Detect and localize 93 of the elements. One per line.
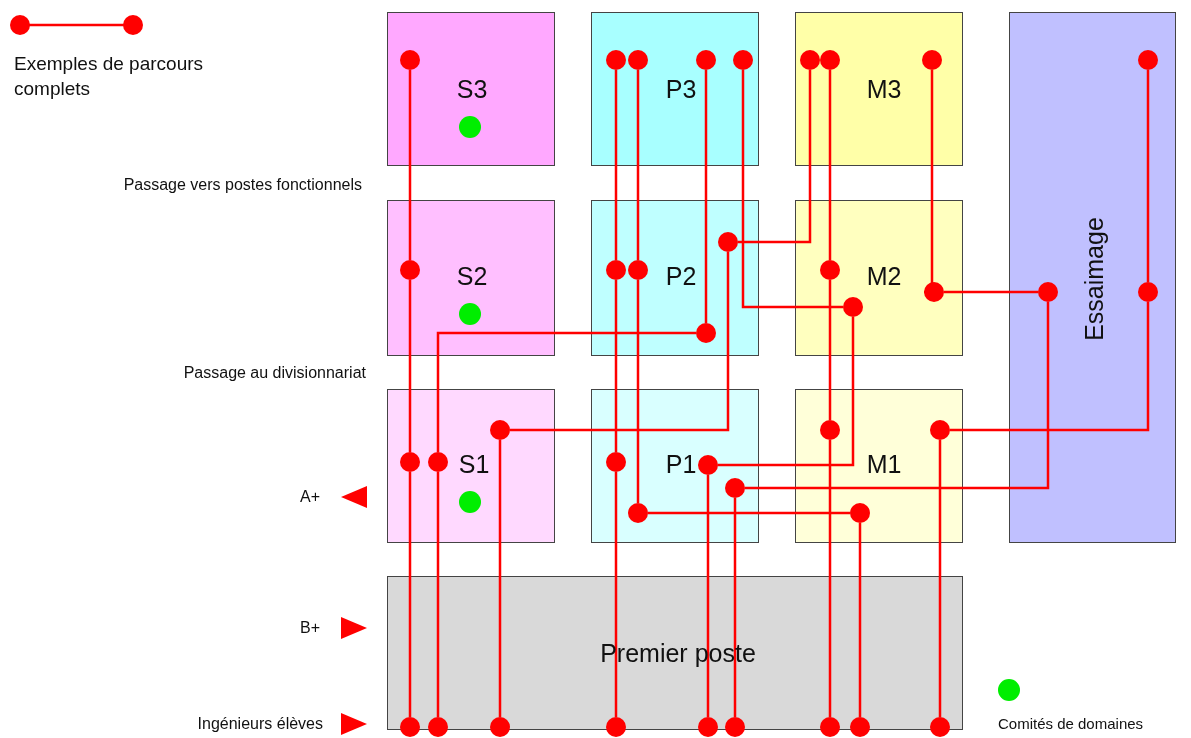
path-dot [489, 419, 510, 440]
career-path-line [718, 317, 855, 467]
path-dot [697, 454, 718, 475]
path-dot [923, 281, 944, 302]
career-path-line [614, 472, 618, 717]
path-dot [427, 716, 448, 737]
path-dot [399, 259, 420, 280]
path-dot [605, 716, 626, 737]
path-dot [819, 419, 840, 440]
box-label: M1 [866, 449, 902, 479]
path-dot [697, 716, 718, 737]
box-label: P3 [665, 74, 697, 104]
path-dot [1037, 281, 1058, 302]
career-path-line [741, 70, 843, 309]
level-label: Ingénieurs élèves [197, 715, 323, 733]
level-label: A+ [300, 488, 320, 506]
grade-box [591, 200, 759, 356]
path-dot [605, 49, 626, 70]
box-label: S3 [456, 74, 488, 104]
path-dot [929, 716, 950, 737]
path-dot [605, 259, 626, 280]
career-path-line [408, 70, 412, 260]
career-path-line [745, 302, 1050, 490]
career-path-line [436, 331, 696, 452]
career-path-line [828, 70, 832, 260]
grade-box [795, 12, 963, 166]
career-path-line [950, 302, 1150, 432]
path-dot [799, 49, 820, 70]
path-dot [849, 502, 870, 523]
career-path-line [704, 70, 708, 323]
career-path-line [408, 280, 412, 452]
career-path-line [436, 472, 440, 717]
career-path-line [636, 70, 640, 260]
path-dot [849, 716, 870, 737]
grade-box [591, 12, 759, 166]
career-path-line [944, 290, 1038, 294]
box-label: P2 [665, 261, 697, 291]
career-path-line [706, 475, 710, 717]
box-label: P1 [665, 449, 697, 479]
career-path-line [828, 280, 832, 420]
box-label: M2 [866, 261, 902, 291]
career-path-line [648, 511, 850, 515]
path-dot [627, 49, 648, 70]
grade-box [795, 389, 963, 543]
legend-text: Exemples de parcours complets [14, 52, 205, 101]
grade-box [387, 389, 555, 543]
box-label: S2 [456, 261, 488, 291]
career-path-line [408, 472, 412, 717]
path-dot [819, 49, 840, 70]
path-dot [921, 49, 942, 70]
path-dot [724, 477, 745, 498]
path-dot [399, 451, 420, 472]
path-dot [627, 502, 648, 523]
career-path-line [614, 280, 618, 452]
path-dot [399, 49, 420, 70]
path-dot [427, 451, 448, 472]
path-dot [717, 231, 738, 252]
career-path-line [510, 252, 730, 432]
path-dot [1137, 49, 1158, 70]
career-path-line [614, 70, 618, 260]
level-label: Passage vers postes fonctionnels [123, 176, 362, 194]
level-label: B+ [300, 619, 320, 637]
career-path-line [733, 498, 737, 717]
career-path-line [738, 70, 812, 244]
box-label: Essaimage [1079, 217, 1109, 341]
path-dot [819, 259, 840, 280]
path-dot [724, 716, 745, 737]
career-path-line [938, 440, 942, 717]
path-dot [842, 296, 863, 317]
level-label: Passage au divisionnariat [183, 364, 366, 382]
career-path-line [858, 523, 862, 717]
legend-text: Comités de domaines [998, 714, 1145, 734]
path-dot [605, 451, 626, 472]
grade-box [591, 389, 759, 543]
path-dot [1137, 281, 1158, 302]
career-path-line [828, 440, 832, 717]
path-dot [399, 716, 420, 737]
box-label: S1 [458, 449, 490, 479]
career-path-line [1146, 70, 1150, 282]
path-dot [627, 259, 648, 280]
path-dot [695, 322, 716, 343]
path-dot [732, 49, 753, 70]
career-path-line [498, 440, 502, 717]
path-dot [489, 716, 510, 737]
box-label: M3 [866, 74, 902, 104]
grade-box [387, 200, 555, 356]
grade-box [1009, 12, 1176, 543]
path-dot [819, 716, 840, 737]
path-dot [929, 419, 950, 440]
career-path-line [636, 280, 640, 503]
grade-box [387, 12, 555, 166]
path-dot [695, 49, 716, 70]
grade-box [795, 200, 963, 356]
